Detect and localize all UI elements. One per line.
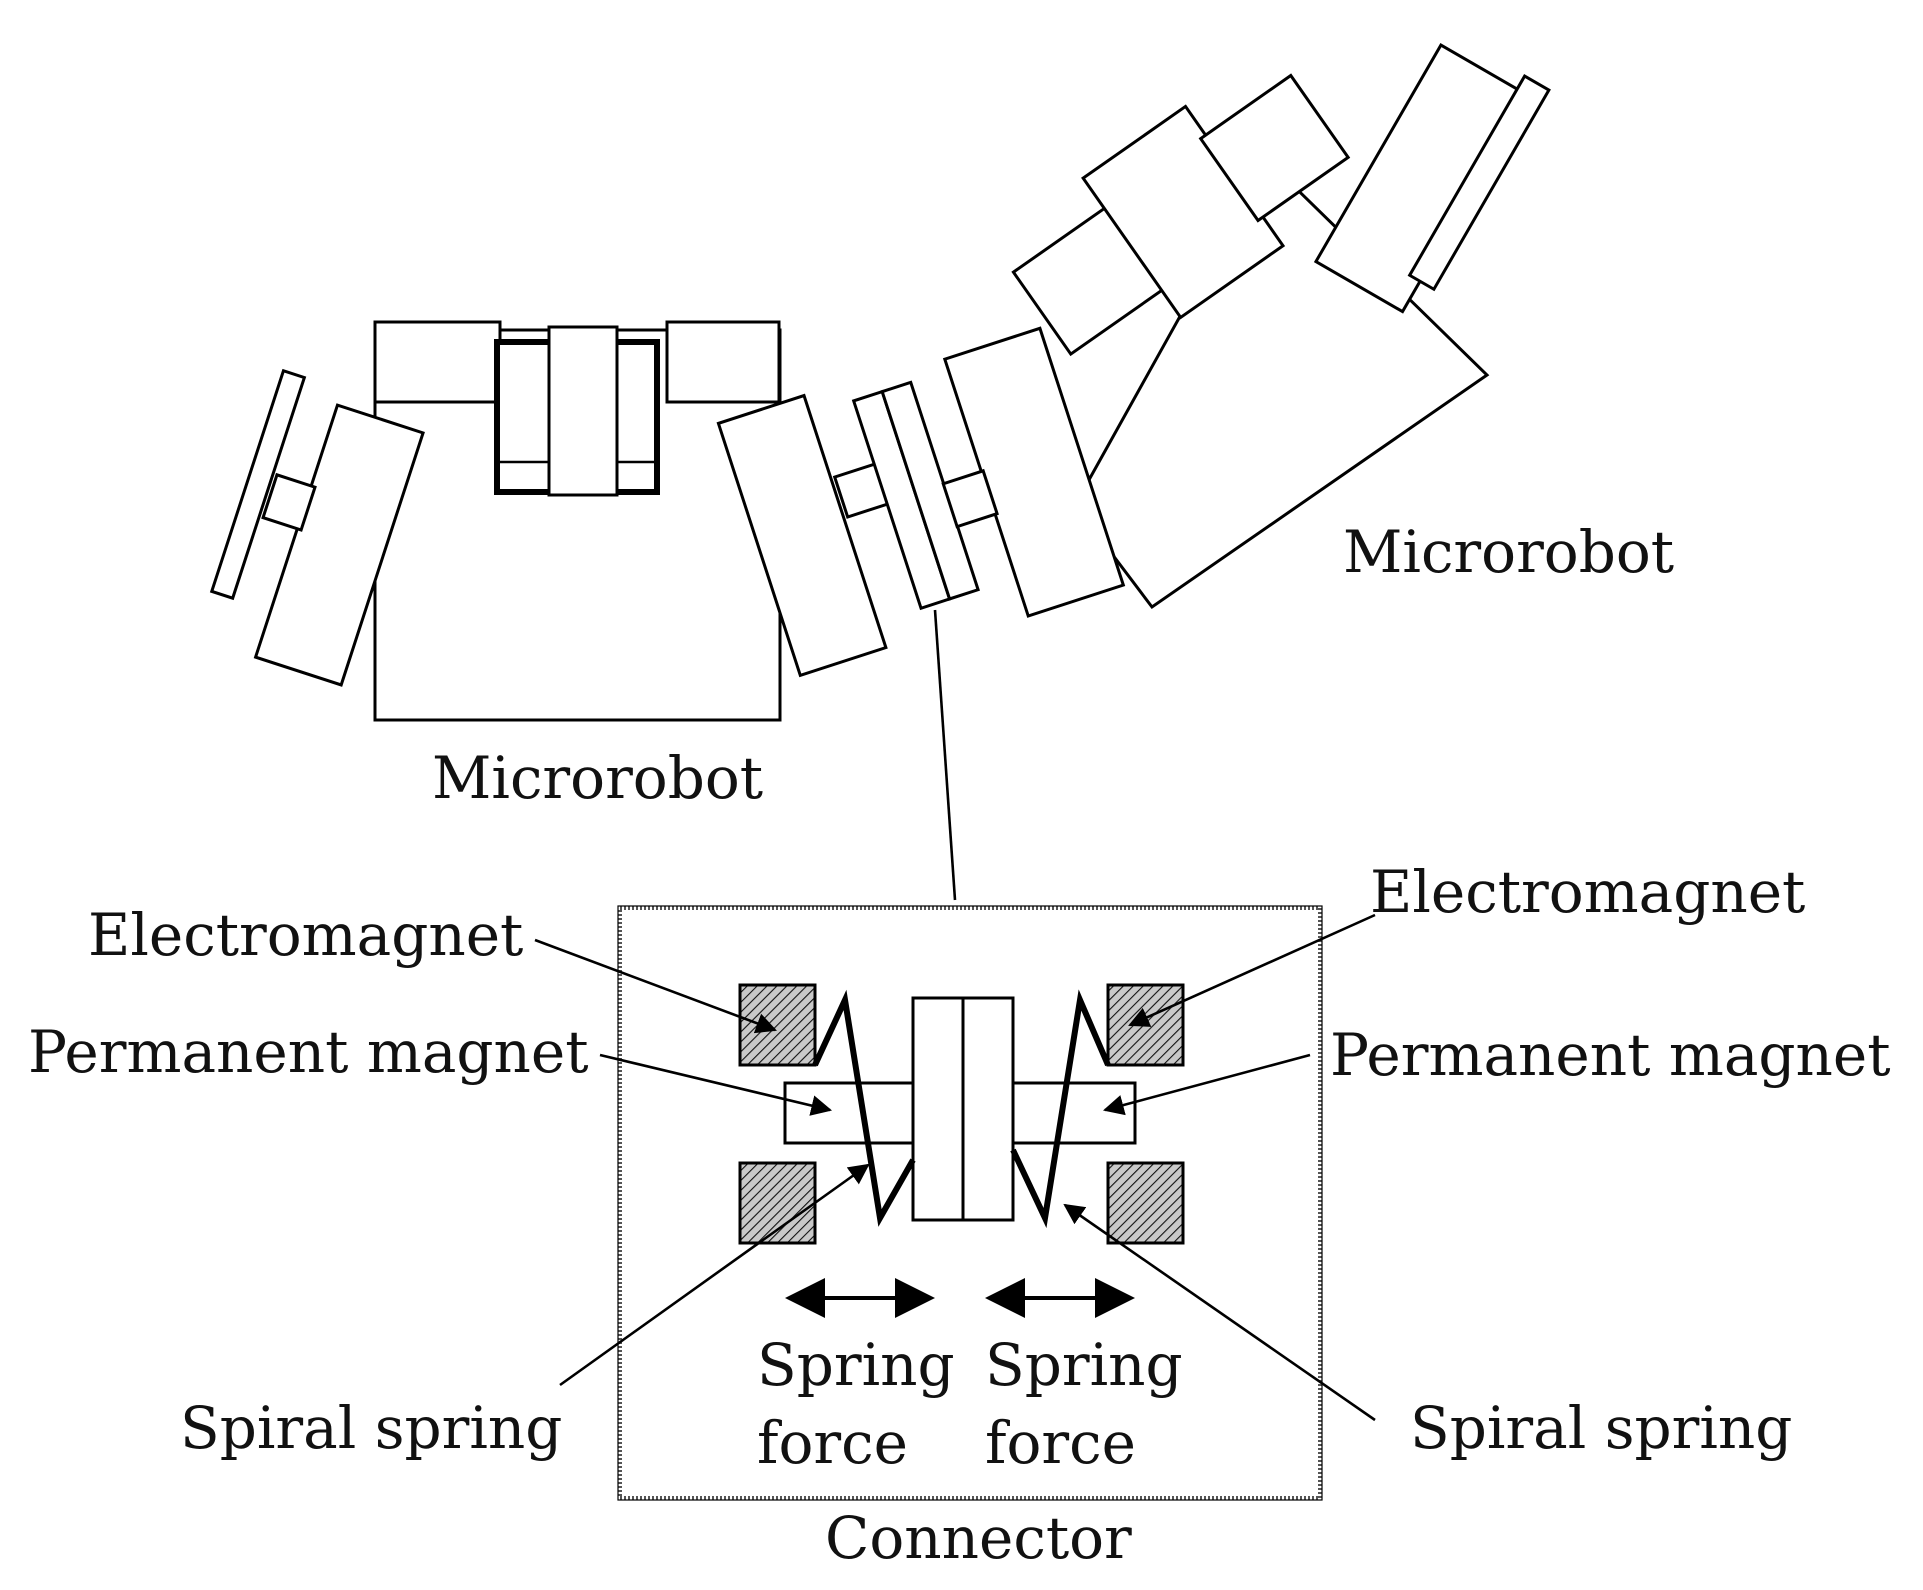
label-spiral-spring-left: Spiral spring <box>180 1394 562 1462</box>
permanent-magnet-right <box>1008 1081 1137 1145</box>
right-top-wheel-assembly <box>1011 73 1351 357</box>
label-electromagnet-right: Electromagnet <box>1370 858 1805 926</box>
spring-force-arrow-left <box>785 1278 935 1318</box>
label-connector: Connector <box>825 1504 1132 1572</box>
electromagnet-left-pointer <box>534 938 777 1034</box>
connector-detail-box <box>618 906 1322 1500</box>
spring-force-arrow-right <box>985 1278 1135 1318</box>
label-spring-force-left-line1: Spring <box>757 1331 955 1399</box>
electromagnet-top-left <box>738 983 817 1067</box>
microrobot-right <box>941 43 1551 618</box>
left-top-wheel-center <box>547 325 619 497</box>
electromagnet-bottom-right <box>1106 1161 1185 1245</box>
left-side-axle <box>261 472 317 532</box>
permanent-magnet-left <box>783 1081 917 1145</box>
left-top-motor-left <box>373 320 502 404</box>
right-front-wheel-assembly <box>941 326 1126 618</box>
left-side-tread <box>209 368 307 601</box>
spiral-spring-right-pointer <box>1063 1203 1376 1422</box>
spiral-spring-left <box>812 989 916 1227</box>
center-plate-left <box>911 996 965 1222</box>
label-microrobot-left: Microrobot <box>432 744 763 812</box>
permanent-magnet-left-pointer <box>599 1053 833 1116</box>
right-back-wheel-assembly <box>1313 43 1551 314</box>
left-side-wheel <box>253 403 425 687</box>
label-spring-force-right-line2: force <box>985 1409 1136 1477</box>
microrobot-left <box>209 320 890 722</box>
left-side-wheel-assembly <box>209 368 425 687</box>
label-spring-force-left-line2: force <box>757 1409 908 1477</box>
label-microrobot-right: Microrobot <box>1343 518 1674 586</box>
left-top-motor-right <box>665 320 781 404</box>
right-front-axle <box>941 468 999 529</box>
label-spiral-spring-right: Spiral spring <box>1410 1394 1792 1462</box>
right-back-tread <box>1407 74 1551 292</box>
label-permanent-magnet-right: Permanent magnet <box>1330 1021 1891 1089</box>
electromagnet-right-pointer <box>1128 913 1376 1027</box>
connector-leader-line <box>933 609 957 901</box>
label-permanent-magnet-left: Permanent magnet <box>28 1018 589 1086</box>
right-top-motor-2 <box>1198 73 1351 223</box>
spiral-spring-left-pointer <box>559 1163 870 1387</box>
electromagnet-top-right <box>1106 983 1185 1067</box>
left-robot-right-wheel <box>716 393 888 678</box>
center-plate-right <box>961 996 1015 1222</box>
label-spring-force-right-line1: Spring <box>985 1331 1183 1399</box>
label-electromagnet-left: Electromagnet <box>88 901 523 969</box>
permanent-magnet-right-pointer <box>1102 1053 1311 1116</box>
spiral-spring-right <box>1010 989 1111 1229</box>
